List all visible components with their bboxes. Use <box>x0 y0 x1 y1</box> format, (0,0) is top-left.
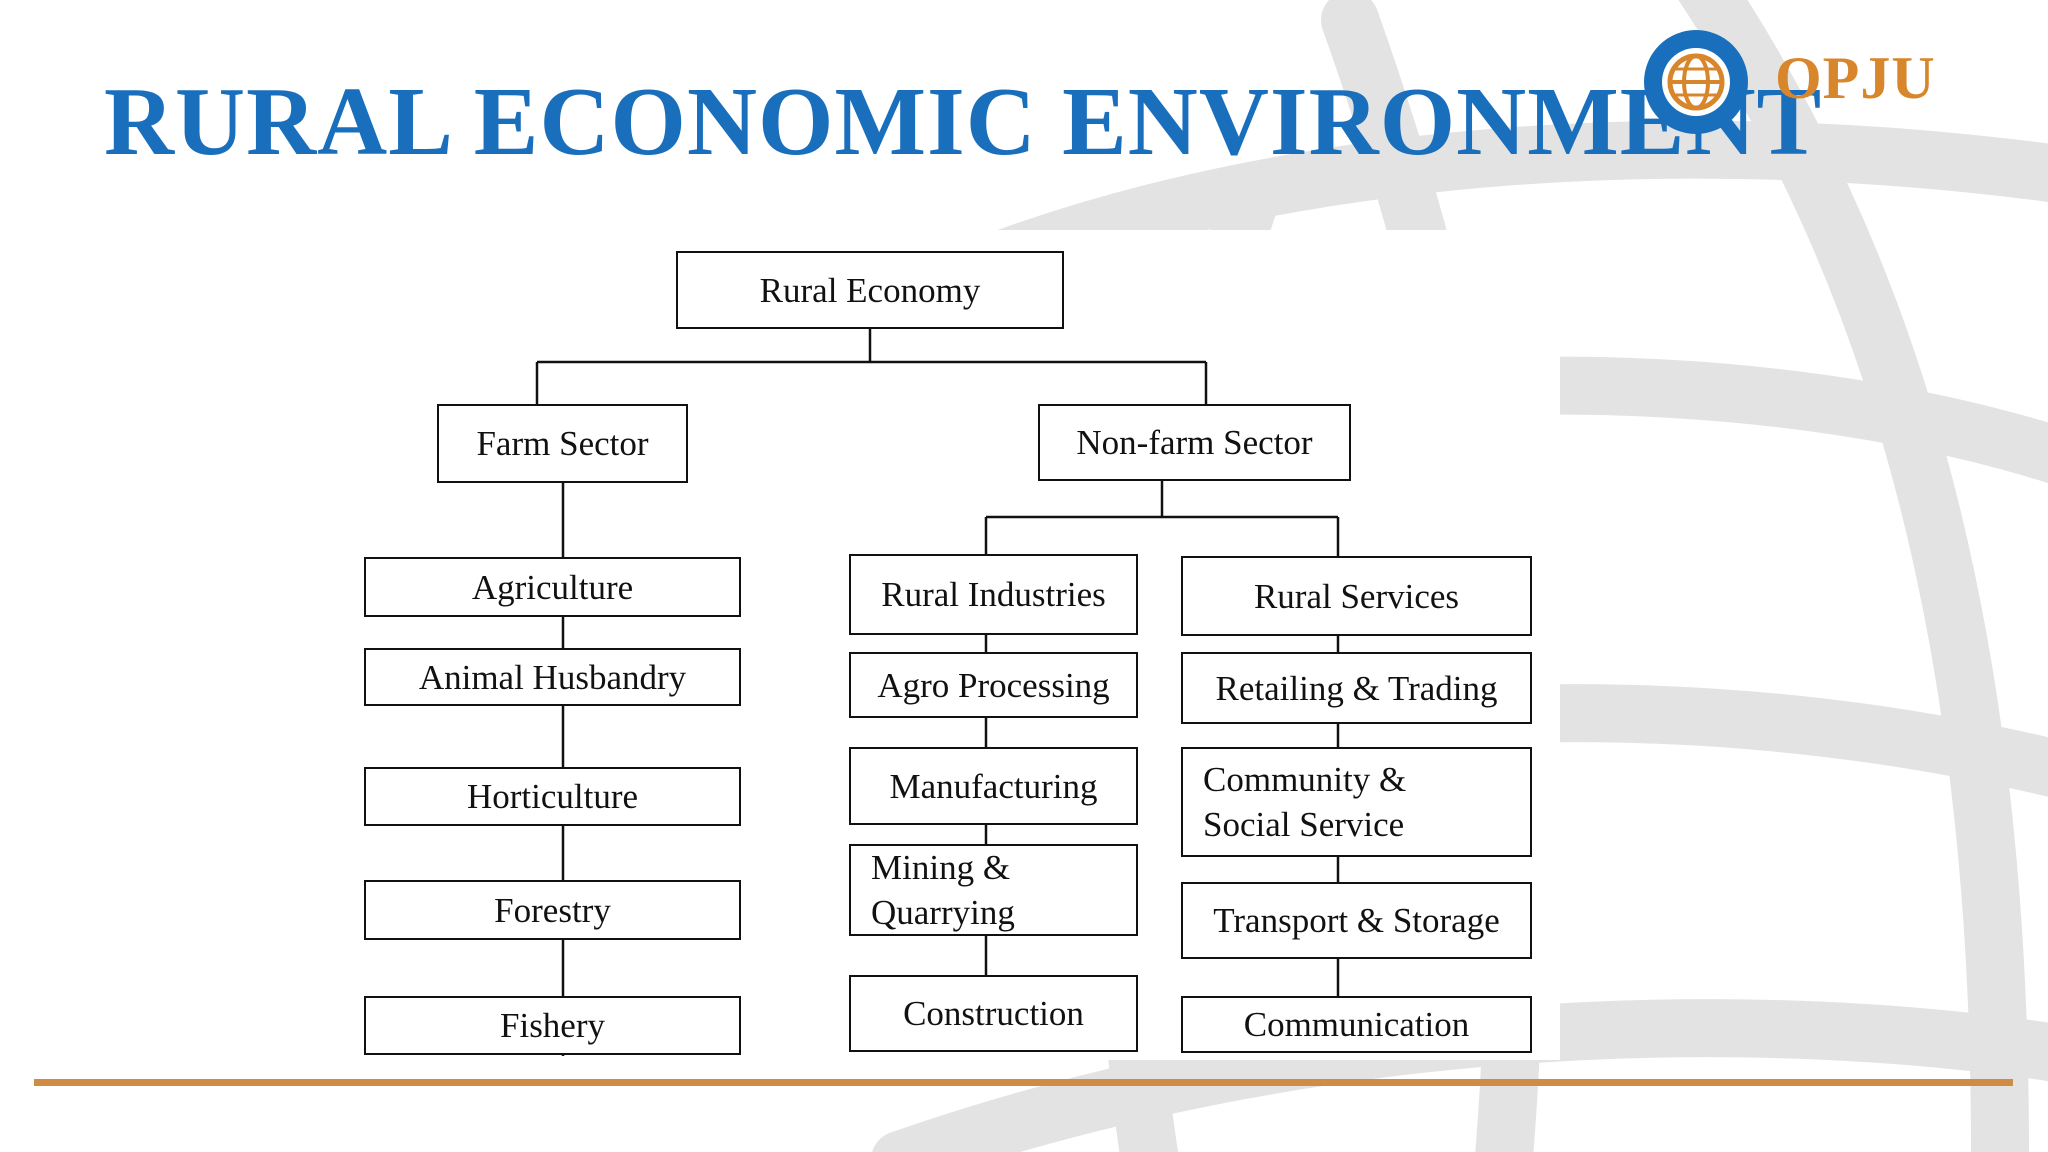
diagram-node-agro-processing: Agro Processing <box>849 652 1138 718</box>
page-title: RURAL ECONOMIC ENVIRONMENT <box>104 68 1823 175</box>
diagram-node-rural-industries: Rural Industries <box>849 554 1138 635</box>
diagram-node-community-social-service: Community & Social Service <box>1181 747 1532 857</box>
diagram-node-transport-storage: Transport & Storage <box>1181 882 1532 959</box>
diagram-node-forestry: Forestry <box>364 880 741 940</box>
diagram-node-farm-sector: Farm Sector <box>437 404 688 483</box>
diagram-node-animal-husbandry: Animal Husbandry <box>364 648 741 706</box>
diagram-node-agriculture: Agriculture <box>364 557 741 617</box>
footer-accent-rule <box>34 1079 2013 1086</box>
university-logo <box>1644 30 1748 134</box>
diagram-node-fishery: Fishery <box>364 996 741 1055</box>
diagram-node-mining-quarrying: Mining & Quarrying <box>849 844 1138 936</box>
diagram-node-nonfarm-sector: Non-farm Sector <box>1038 404 1351 481</box>
diagram-node-communication: Communication <box>1181 996 1532 1053</box>
logo-wordmark: OPJU <box>1775 45 1936 111</box>
diagram-node-rural-services: Rural Services <box>1181 556 1532 636</box>
diagram-node-rural-economy: Rural Economy <box>676 251 1064 329</box>
diagram-node-construction: Construction <box>849 975 1138 1052</box>
diagram-node-horticulture: Horticulture <box>364 767 741 826</box>
diagram-node-retailing-trading: Retailing & Trading <box>1181 652 1532 724</box>
diagram-node-manufacturing: Manufacturing <box>849 747 1138 825</box>
